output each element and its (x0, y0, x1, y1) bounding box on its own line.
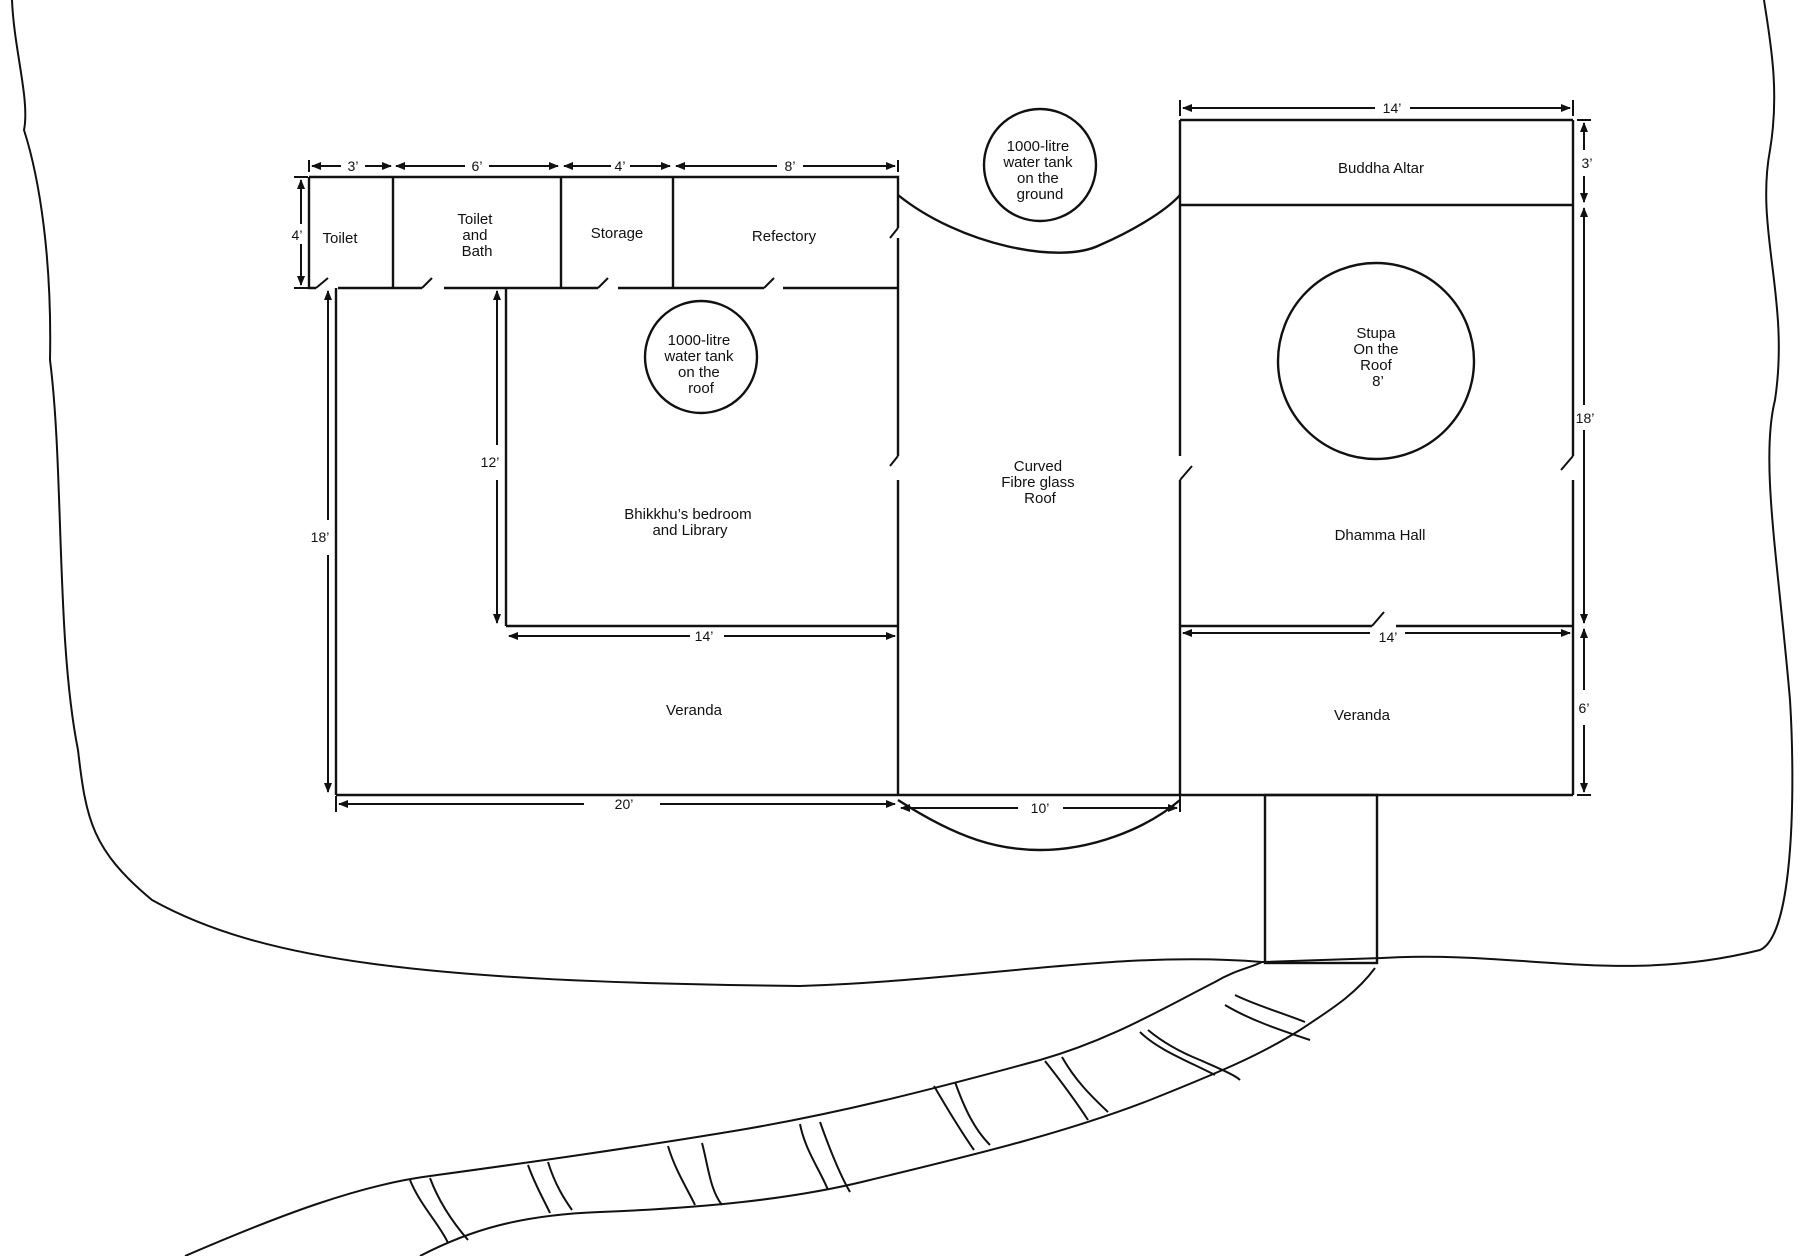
label-bedroom-line2: and Library (652, 522, 728, 539)
water-tank-roof (643, 299, 759, 415)
label-toilet-bath: Toilet and Bath (457, 211, 496, 260)
dim-wing-depth: 4’ (292, 227, 303, 243)
dim-left-width: 20’ (615, 796, 634, 812)
plot-boundary (11, 0, 1794, 988)
label-toilet: Toilet (322, 230, 358, 247)
label-tank-ground-line4: ground (1017, 186, 1064, 203)
middle-area (897, 194, 1181, 852)
label-roof-line2: Fibre glass (1001, 474, 1074, 491)
label-refectory: Refectory (752, 228, 817, 245)
dim-altar-depth: 3’ (1582, 155, 1593, 171)
label-dhamma-hall: Dhamma Hall (1335, 527, 1426, 544)
stupa (1276, 261, 1476, 461)
dim-hall-height: 18’ (1576, 410, 1595, 426)
right-building (1178, 118, 1575, 965)
dim-bedroom-width: 14’ (695, 628, 714, 644)
path-stone-lines (409, 994, 1311, 1244)
label-roof-line3: Roof (1024, 490, 1057, 507)
label-tank-ground-line3: on the (1017, 170, 1059, 187)
label-toilet-bath-line1: Toilet (457, 211, 493, 228)
dim-toilet-width: 3’ (348, 158, 359, 174)
label-tank-ground-line1: 1000-litre (1007, 138, 1070, 155)
label-buddha-altar: Buddha Altar (1338, 160, 1424, 177)
label-tank-roof-line2: water tank (663, 348, 734, 365)
label-roof-line1: Curved (1014, 458, 1062, 475)
label-stupa-line4: 8’ (1372, 373, 1384, 390)
dim-bedroom-height: 12’ (481, 454, 500, 470)
label-stupa-line3: Roof (1360, 357, 1393, 374)
dim-toilet-bath-width: 6’ (472, 158, 483, 174)
label-bedroom-line1: Bhikkhu’s bedroom (624, 506, 751, 523)
dim-middle-width: 10’ (1031, 800, 1050, 816)
label-veranda-right: Veranda (1334, 707, 1391, 724)
dim-left-height: 18’ (311, 529, 330, 545)
dim-refectory-width: 8’ (785, 158, 796, 174)
label-stupa-line2: On the (1353, 341, 1398, 358)
dim-storage-width: 4’ (615, 158, 626, 174)
left-building (307, 175, 1180, 797)
label-curved-roof: Curved Fibre glass Roof (1001, 458, 1079, 507)
label-stupa-line1: Stupa (1356, 325, 1396, 342)
label-tank-roof-line4: roof (688, 380, 715, 397)
label-toilet-bath-line3: Bath (462, 243, 493, 260)
label-veranda-left: Veranda (666, 702, 723, 719)
dim-hall-width-bottom: 14’ (1379, 629, 1398, 645)
label-toilet-bath-line2: and (462, 227, 487, 244)
label-stupa: Stupa On the Roof 8’ (1353, 325, 1402, 390)
label-tank-roof-line3: on the (678, 364, 720, 381)
dimension-lines (294, 100, 1591, 812)
footpath (184, 961, 1376, 1256)
label-water-tank-ground: 1000-litre water tank on the ground (1002, 138, 1076, 203)
water-tank-ground (982, 107, 1098, 223)
label-tank-roof-line1: 1000-litre (668, 332, 731, 349)
label-water-tank-roof: 1000-litre water tank on the roof (663, 332, 737, 397)
label-bedroom: Bhikkhu’s bedroom and Library (624, 506, 755, 539)
label-storage: Storage (591, 225, 644, 242)
label-tank-ground-line2: water tank (1002, 154, 1073, 171)
dim-hall-width-top: 14’ (1383, 100, 1402, 116)
dim-veranda-depth: 6’ (1579, 700, 1590, 716)
